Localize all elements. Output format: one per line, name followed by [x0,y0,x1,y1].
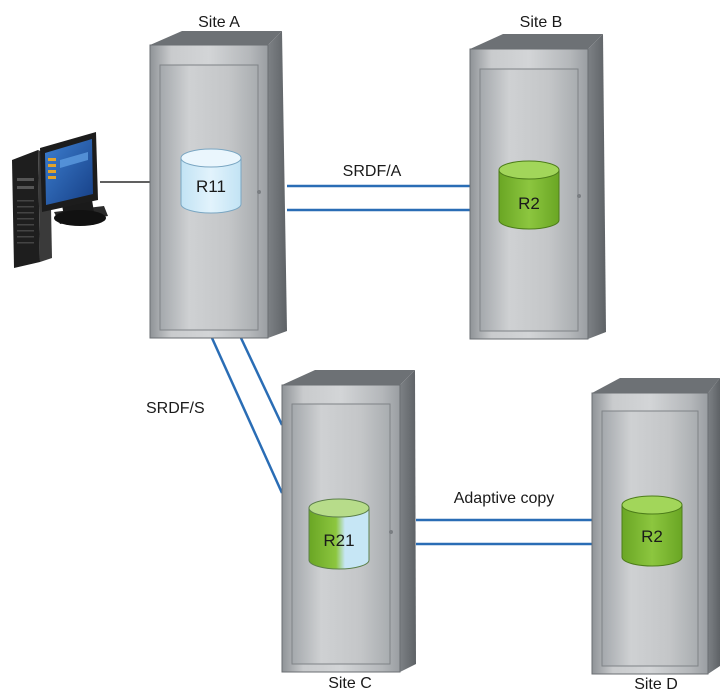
connection-lines [100,181,592,546]
link-a-b-label: SRDF/A [343,163,402,180]
site-b-volume-cylinder-icon [498,160,560,230]
site-a-volume-label: R11 [196,177,226,196]
site-a-volume-cylinder-icon [180,148,242,214]
site-c-volume-label: R21 [323,531,354,550]
site-a-label: Site A [198,14,240,31]
link-a-c-line-2 [239,337,284,426]
site-a-cabinet [149,31,287,339]
site-d-volume-cylinder-icon [621,495,683,567]
site-c-label: Site C [328,675,372,692]
link-a-c-label: SRDF/S [146,400,205,417]
site-d-volume-label: R2 [641,527,663,546]
link-c-d-label: Adaptive copy [454,490,555,507]
site-b-volume-label: R2 [518,194,540,213]
site-d-label: Site D [634,676,678,692]
link-a-c-line-1 [210,337,284,494]
host-computer-icon [12,132,108,268]
site-b-label: Site B [520,14,563,31]
site-c-volume-cylinder-icon [308,498,370,570]
